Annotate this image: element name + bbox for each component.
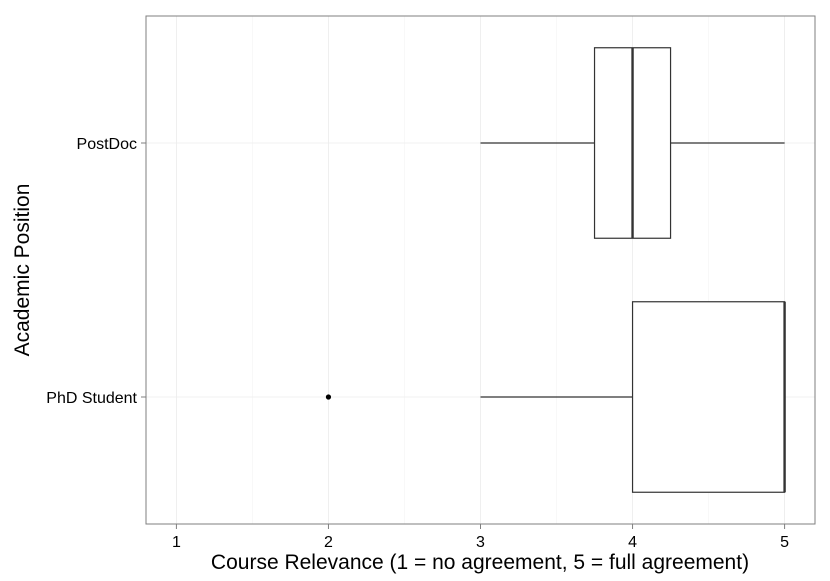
- outlier-point: [325, 394, 332, 400]
- iqr-box: [631, 301, 786, 493]
- box-layer: [325, 47, 786, 493]
- x-tick-label: 5: [780, 534, 789, 551]
- x-tick-label: 2: [324, 534, 333, 551]
- box-postdoc: [480, 47, 785, 239]
- y-tick-label: PhD Student: [46, 390, 137, 407]
- x-axis: 1 2 3 4 5: [172, 524, 789, 551]
- x-tick-label: 1: [172, 534, 181, 551]
- box-phd-student: [325, 301, 786, 493]
- y-tick-label: PostDoc: [77, 136, 137, 153]
- y-axis-title: Academic Position: [11, 184, 34, 357]
- x-tick-label: 3: [476, 534, 485, 551]
- x-tick-label: 4: [628, 534, 637, 551]
- x-axis-title: Course Relevance (1 = no agreement, 5 = …: [211, 551, 749, 574]
